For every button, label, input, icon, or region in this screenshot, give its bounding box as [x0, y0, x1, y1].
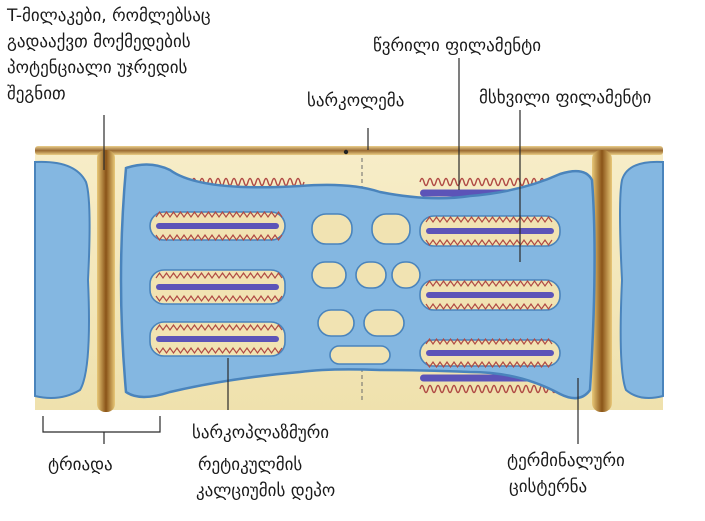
label-t-tubules: T-მილაკები, რომლებსაც გადააქვთ მოქმედები…: [7, 3, 211, 107]
reticulum-hole: [318, 310, 354, 336]
label-sarcolemma: სარკოლემა: [307, 88, 404, 114]
sarcolemma-dot: [344, 150, 348, 154]
label-tc-line-1: ტერმინალური: [507, 448, 625, 474]
label-thick-filament: მსხვილი ფილამენტი: [479, 85, 651, 111]
label-tc-line-2: ცისტერნა: [509, 474, 625, 500]
reticulum-right-edge: [620, 162, 663, 398]
label-sr-line-2: რეტიკულმის: [198, 452, 335, 478]
triad-bracket: [43, 416, 160, 444]
reticulum-left-edge: [35, 162, 90, 398]
thick-filament: [426, 292, 554, 298]
label-t-tubules-line-2: გადააქვთ მოქმედების: [7, 29, 211, 55]
label-sr-line-1: სარკოპლაზმური: [192, 420, 335, 446]
thick-filament: [156, 284, 279, 290]
reticulum-hole: [330, 346, 390, 364]
label-sr-line-3: კალციუმის დეპო: [196, 478, 335, 504]
label-t-tubules-line-4: შეგნით: [7, 81, 211, 107]
t-tubule-left: [97, 150, 115, 412]
thick-filament: [156, 223, 279, 229]
label-triad: ტრიადა: [48, 452, 113, 478]
label-sarcoplasmic-reticulum: სარკოპლაზმური რეტიკულმის კალციუმის დეპო: [192, 420, 335, 504]
reticulum-hole: [312, 262, 346, 288]
reticulum-hole: [372, 214, 410, 244]
thick-filament: [426, 228, 554, 234]
thick-filament: [426, 350, 554, 356]
sarcolemma-membrane: [35, 146, 663, 155]
label-t-tubules-line-1: T-მილაკები, რომლებსაც: [7, 3, 211, 29]
reticulum-hole: [356, 262, 386, 288]
reticulum-hole: [312, 214, 352, 244]
thick-filament: [156, 336, 279, 342]
reticulum-hole: [364, 310, 404, 336]
label-terminal-cistern: ტერმინალური ცისტერნა: [507, 448, 625, 500]
label-t-tubules-line-3: პოტენციალი უჯრედის: [7, 55, 211, 81]
label-thin-filament: წვრილი ფილამენტი: [373, 33, 541, 59]
reticulum-hole: [392, 262, 420, 288]
